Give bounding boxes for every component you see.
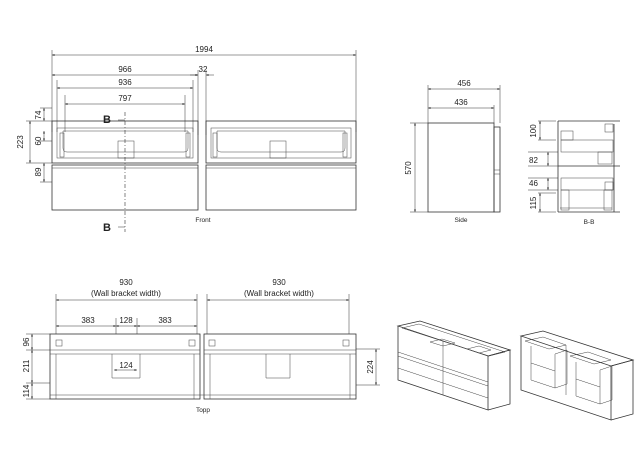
- front-view: 1994 966 32 936 797 74 223: [16, 45, 357, 234]
- side-view-label: Side: [454, 217, 467, 224]
- section-bb-view: 100 82 46 115: [528, 120, 620, 226]
- side-body: [427, 122, 501, 213]
- side-dimensions: 456 436 570: [404, 79, 501, 213]
- dim-depth: 456: [457, 79, 471, 88]
- section-body: [557, 120, 620, 213]
- dim-d211: 211: [22, 359, 31, 372]
- dim-bracket-width-left: 930: [119, 278, 133, 287]
- dim-d82: 82: [529, 156, 538, 165]
- dim-d115: 115: [529, 196, 538, 209]
- top-view-label: Topp: [196, 407, 210, 414]
- dim-inner-depth: 436: [454, 98, 468, 107]
- isometric-closed: [396, 320, 512, 411]
- dim-bracket-width-right: 930: [272, 278, 286, 287]
- dim-inner-width: 936: [118, 78, 132, 87]
- bracket-label-left: (Wall bracket width): [91, 289, 161, 298]
- dim-half-width: 966: [118, 65, 132, 74]
- dim-height: 570: [404, 161, 413, 175]
- front-view-label: Front: [195, 217, 210, 224]
- section-marker-bottom: B: [103, 222, 111, 234]
- section-cut-line: B B: [103, 112, 126, 234]
- dim-top-gap: 74: [34, 110, 43, 119]
- dim-d100: 100: [529, 124, 538, 138]
- section-dimensions: 100 82 46 115: [528, 120, 558, 213]
- isometric-open: [519, 330, 635, 421]
- dim-d46: 46: [529, 179, 538, 188]
- section-marker-top: B: [103, 114, 111, 126]
- dim-center: 128: [119, 316, 133, 325]
- dim-d114: 114: [22, 384, 31, 397]
- dim-side-right: 383: [158, 316, 172, 325]
- bracket-label-right: (Wall bracket width): [244, 289, 314, 298]
- dim-rail: 60: [34, 136, 43, 145]
- dim-side-left: 383: [81, 316, 95, 325]
- dim-cutout-width: 797: [118, 94, 132, 103]
- dim-notch: 124: [119, 361, 133, 370]
- section-view-label: B-B: [584, 219, 595, 226]
- side-view: 456 436 570 Side: [404, 79, 501, 224]
- dim-d224: 224: [366, 360, 375, 374]
- top-dimensions: 930 (Wall bracket width) 930 (Wall brack…: [22, 278, 380, 400]
- dim-drawer-height: 89: [34, 167, 43, 176]
- dim-d96: 96: [22, 337, 31, 346]
- front-dimensions: 1994 966 32 936 797 74 223: [16, 45, 357, 183]
- dim-upper-height: 223: [16, 135, 25, 149]
- front-carcass: [51, 120, 357, 211]
- top-carcass: [49, 333, 357, 400]
- top-view: 930 (Wall bracket width) 930 (Wall brack…: [22, 278, 380, 414]
- dim-gap: 32: [199, 65, 208, 74]
- dim-total-width: 1994: [195, 45, 213, 54]
